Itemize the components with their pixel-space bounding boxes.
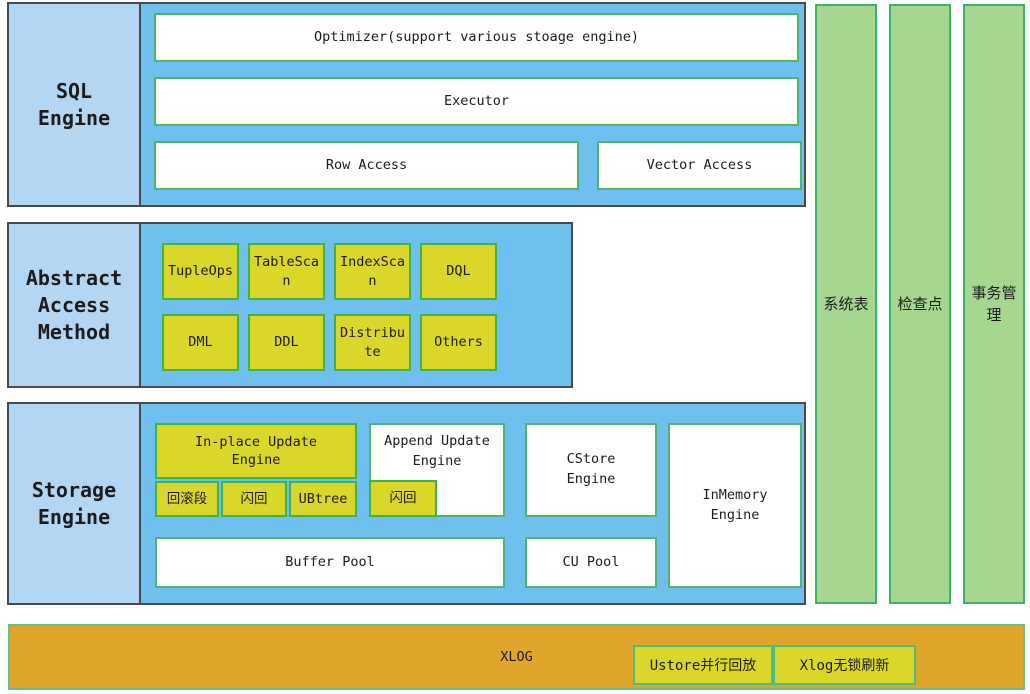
tupleops-box: TupleOps xyxy=(162,243,239,300)
others-box: Others xyxy=(420,314,497,371)
xlog-bar: XLOG Ustore并行回放 Xlog无锁刷新 xyxy=(8,624,1025,690)
storage-engine-section: Storage Engine In-place Update Engine 回滚… xyxy=(7,402,806,605)
cstore-engine-box: CStore Engine xyxy=(525,423,657,517)
abstract-access-method-label: Abstract Access Method xyxy=(9,224,141,386)
dml-box: DML xyxy=(162,314,239,371)
optimizer-box: Optimizer(support various stoage engine) xyxy=(154,13,799,62)
inplace-update-engine-box: In-place Update Engine xyxy=(155,423,357,479)
sql-engine-body: Optimizer(support various stoage engine)… xyxy=(141,4,804,205)
row-access-box: Row Access xyxy=(154,141,579,190)
buffer-pool-box: Buffer Pool xyxy=(155,537,505,588)
ustore-parallel-replay-box: Ustore并行回放 xyxy=(633,645,773,685)
rollback-segment-box: 回滚段 xyxy=(155,481,219,517)
storage-engine-label: Storage Engine xyxy=(9,404,141,603)
sql-engine-label: SQL Engine xyxy=(9,4,141,205)
xlog-label: XLOG xyxy=(500,649,533,665)
abstract-access-method-section: Abstract Access Method TupleOps TableSca… xyxy=(7,222,573,388)
vector-access-box: Vector Access xyxy=(597,141,802,190)
indexscan-box: IndexScan xyxy=(334,243,411,300)
inmemory-engine-box: InMemory Engine xyxy=(668,423,802,588)
storage-engine-body: In-place Update Engine 回滚段 闪回 UBtree App… xyxy=(141,404,804,603)
distribute-box: Distribute xyxy=(334,314,411,371)
dql-box: DQL xyxy=(420,243,497,300)
flashback-box: 闪回 xyxy=(221,481,287,517)
sql-engine-section: SQL Engine Optimizer(support various sto… xyxy=(7,2,806,207)
transaction-mgmt-pillar: 事务管理 xyxy=(963,4,1025,604)
tablescan-box: TableScan xyxy=(248,243,325,300)
system-catalog-pillar: 系统表 xyxy=(815,4,877,604)
executor-box: Executor xyxy=(154,77,799,126)
cu-pool-box: CU Pool xyxy=(525,537,657,588)
ubtree-box: UBtree xyxy=(289,481,357,517)
checkpoint-pillar: 检查点 xyxy=(889,4,951,604)
append-flashback-box: 闪回 xyxy=(369,480,437,517)
abstract-access-method-body: TupleOps TableScan IndexScan DQL DML DDL… xyxy=(141,224,571,386)
ddl-box: DDL xyxy=(248,314,325,371)
xlog-lockfree-flush-box: Xlog无锁刷新 xyxy=(773,645,916,685)
